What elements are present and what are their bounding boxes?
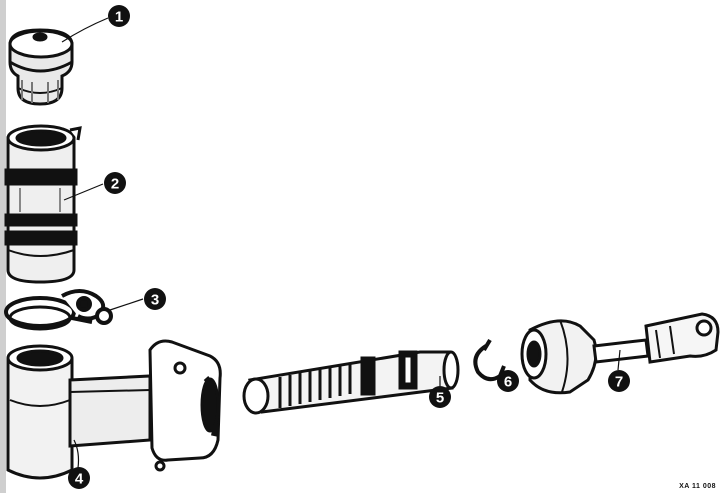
leader-1	[61, 17, 109, 43]
callout-1-label: 1	[115, 9, 123, 26]
callout-4-label: 4	[75, 471, 84, 488]
callout-2: 2	[104, 172, 126, 194]
leader-3	[109, 298, 144, 311]
callout-5-label: 5	[436, 390, 444, 407]
callout-1: 1	[108, 5, 130, 27]
callout-6-label: 6	[504, 374, 512, 391]
callout-4: 4	[68, 467, 90, 489]
part-7-pushrod-boot	[520, 312, 720, 395]
part-3-hose-clip	[4, 289, 113, 331]
callout-2-label: 2	[111, 176, 119, 193]
callout-5: 5	[429, 386, 451, 408]
callout-7-label: 7	[615, 374, 623, 391]
part-1-reservoir-cap	[8, 28, 74, 106]
callout-3: 3	[144, 288, 166, 310]
leader-4	[73, 439, 80, 469]
scan-edge-shadow	[0, 0, 6, 493]
callout-3-label: 3	[151, 292, 159, 309]
figure-reference-code: XA 11 008	[679, 483, 716, 490]
part-4-cylinder-housing	[6, 339, 222, 480]
leader-7	[617, 349, 621, 371]
leader-2	[63, 183, 104, 201]
part-6-circlip	[473, 338, 506, 382]
callout-6: 6	[497, 370, 519, 392]
part-2-reservoir-body	[4, 124, 82, 284]
callout-leaders	[61, 17, 621, 469]
callout-7: 7	[608, 370, 630, 392]
part-5-piston-assembly	[242, 350, 460, 415]
